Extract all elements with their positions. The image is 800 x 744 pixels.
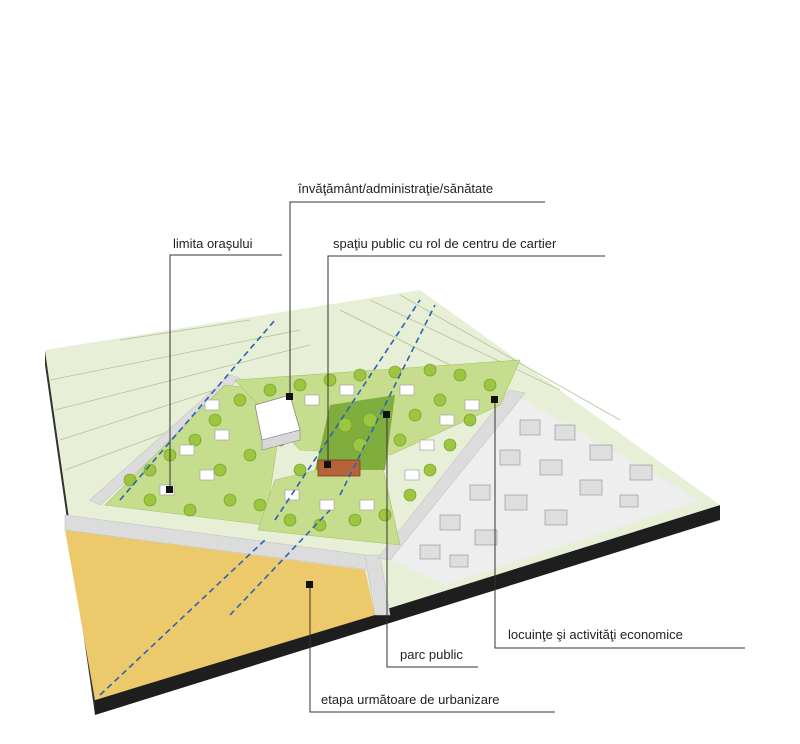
label-education: învăţământ/administraţie/sănătate [298, 181, 494, 196]
base-front-side [95, 505, 720, 715]
next-urbanization-zone [65, 530, 375, 700]
central-park [315, 395, 395, 470]
housing-buildings [419, 419, 653, 568]
housing-area [380, 395, 700, 585]
trees [123, 363, 497, 532]
label-next-stage: etapa următoare de urbanizare [321, 692, 500, 707]
label-public-park: parc public [400, 647, 463, 662]
houses [159, 384, 480, 511]
label-housing: locuinţe şi activităţi economice [508, 627, 683, 642]
education-building [254, 394, 301, 451]
leader-markers [166, 393, 498, 588]
label-public-space: spaţiu public cu rol de centru de cartie… [333, 236, 557, 251]
city-boundary-lines [99, 299, 436, 696]
leader-lines [169, 201, 745, 713]
label-city-limit: limita oraşului [173, 236, 253, 251]
